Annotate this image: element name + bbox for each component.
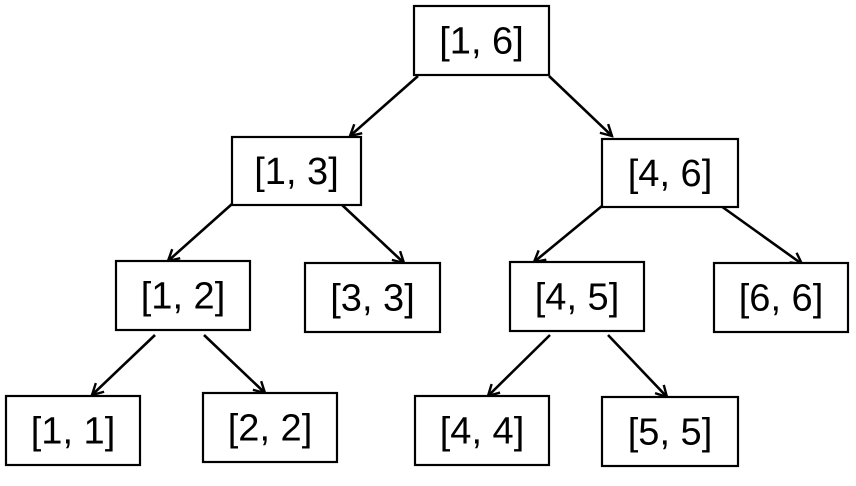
edge-arrow-n12-n22 <box>203 334 265 393</box>
node-label: [2, 2] <box>228 408 313 450</box>
tree-node-n12: [1, 2] <box>114 259 252 332</box>
tree-node-n33: [3, 3] <box>303 261 442 334</box>
node-box <box>712 261 850 334</box>
edge-arrow-n16-n46 <box>548 75 612 136</box>
node-box <box>600 395 740 468</box>
edges-layer <box>92 75 802 397</box>
tree-node-n44: [4, 4] <box>413 394 551 467</box>
node-box <box>413 394 551 467</box>
node-label: [1, 6] <box>439 21 524 63</box>
node-box <box>508 260 646 333</box>
edge-arrow-n46-n66 <box>720 204 802 264</box>
node-label: [1, 3] <box>254 151 339 193</box>
node-label: [4, 5] <box>535 277 620 319</box>
tree-node-n13: [1, 3] <box>230 135 363 207</box>
node-label: [4, 6] <box>628 153 713 195</box>
tree-node-n46: [4, 6] <box>600 137 740 209</box>
nodes-layer: [1, 6] [1, 3] [4, 6] [1, 2] [3, 3] [4, 5] [6, … <box>4 4 850 468</box>
node-label: [5, 5] <box>628 412 713 454</box>
tree-node-n66: [6, 6] <box>712 261 850 334</box>
tree-node-n22: [2, 2] <box>201 391 339 464</box>
edge-arrow-n13-n12 <box>168 203 233 261</box>
tree-node-n45: [4, 5] <box>508 260 646 333</box>
edge-arrow-n13-n33 <box>340 203 404 263</box>
node-box <box>303 261 442 334</box>
node-label: [1, 1] <box>31 411 116 453</box>
node-label: [1, 2] <box>141 276 226 318</box>
node-box <box>230 135 363 207</box>
node-box <box>412 4 551 77</box>
edge-arrow-n45-n44 <box>488 334 551 396</box>
node-box <box>201 391 339 464</box>
node-label: [3, 3] <box>330 278 415 320</box>
node-box <box>114 259 252 332</box>
node-box <box>600 137 740 209</box>
tree-node-n11: [1, 1] <box>4 394 142 467</box>
node-label: [4, 4] <box>440 411 525 453</box>
tree-node-n16: [1, 6] <box>412 4 551 77</box>
edge-arrow-n12-n11 <box>92 334 156 395</box>
node-label: [6, 6] <box>739 278 824 320</box>
edge-arrow-n45-n55 <box>607 334 667 397</box>
edge-arrow-n46-n45 <box>534 204 603 262</box>
edge-arrow-n16-n13 <box>350 75 419 136</box>
node-box <box>4 394 142 467</box>
tree-node-n55: [5, 5] <box>600 395 740 468</box>
